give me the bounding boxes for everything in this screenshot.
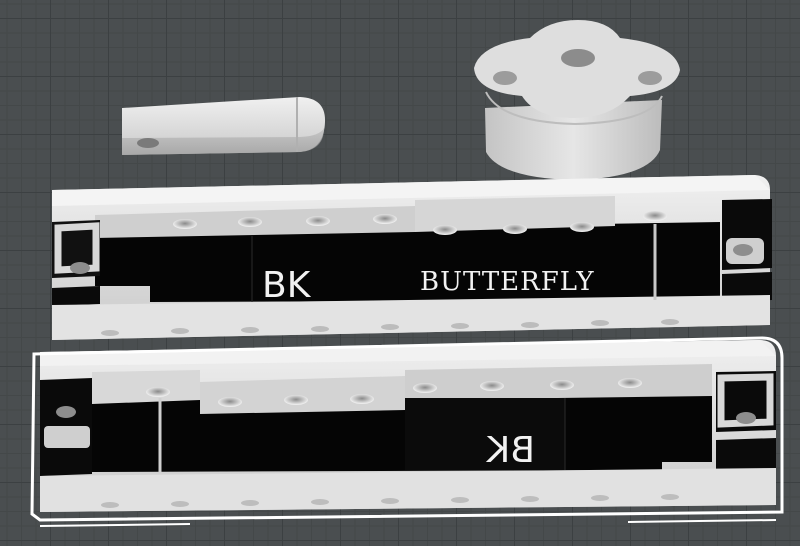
bottom-handle-label-window (405, 398, 565, 470)
bottom-handle-label-bk: BK (485, 430, 535, 471)
top-handle-part[interactable]: BK BUTTERFLY (52, 175, 772, 340)
top-handle-lower-rail (52, 295, 770, 340)
top-handle-left-loop (54, 222, 100, 274)
bottom-handle-right-slot (716, 438, 776, 472)
top-handle-right-slot (722, 272, 772, 302)
top-handle-label-bk: BK (262, 265, 312, 306)
bottom-handle-right-cap (716, 371, 776, 432)
pivot-disc-top (474, 20, 680, 118)
top-handle-holes (70, 211, 753, 274)
pin-hole (137, 138, 159, 148)
bottom-handle-part[interactable]: BK (30, 336, 784, 527)
bottom-handle-lower-rail (40, 468, 776, 512)
bottom-handle-step-mid (200, 376, 405, 414)
pivot-disc-edge (485, 91, 663, 126)
bottom-handle-left-tab (44, 426, 90, 448)
bottom-handle-rail-dots (101, 494, 679, 508)
pivot-disc-left-hole (493, 71, 517, 85)
top-handle-step-mid (415, 196, 615, 232)
bottom-handle-right-loop (717, 373, 774, 428)
top-handle-insert (95, 222, 720, 302)
selection-outline (30, 336, 784, 522)
pivot-disc-part[interactable] (474, 20, 680, 180)
selection-outline-base (39, 519, 777, 527)
pin-side (122, 128, 324, 155)
top-handle-rail-dots (101, 319, 679, 336)
bottom-handle-upper-rail (40, 340, 776, 366)
top-handle-upper-rail (52, 175, 770, 206)
top-handle-label-butterfly: BUTTERFLY (420, 267, 595, 297)
pin-part[interactable] (122, 97, 326, 155)
top-handle-left-cap (52, 220, 100, 278)
bottom-handle-holes (56, 378, 756, 424)
top-handle-left-slot (52, 286, 100, 306)
bottom-handle-step-left (92, 370, 200, 404)
pivot-disc-right-hole (638, 71, 662, 85)
pivot-disc-center-hole (561, 49, 595, 67)
